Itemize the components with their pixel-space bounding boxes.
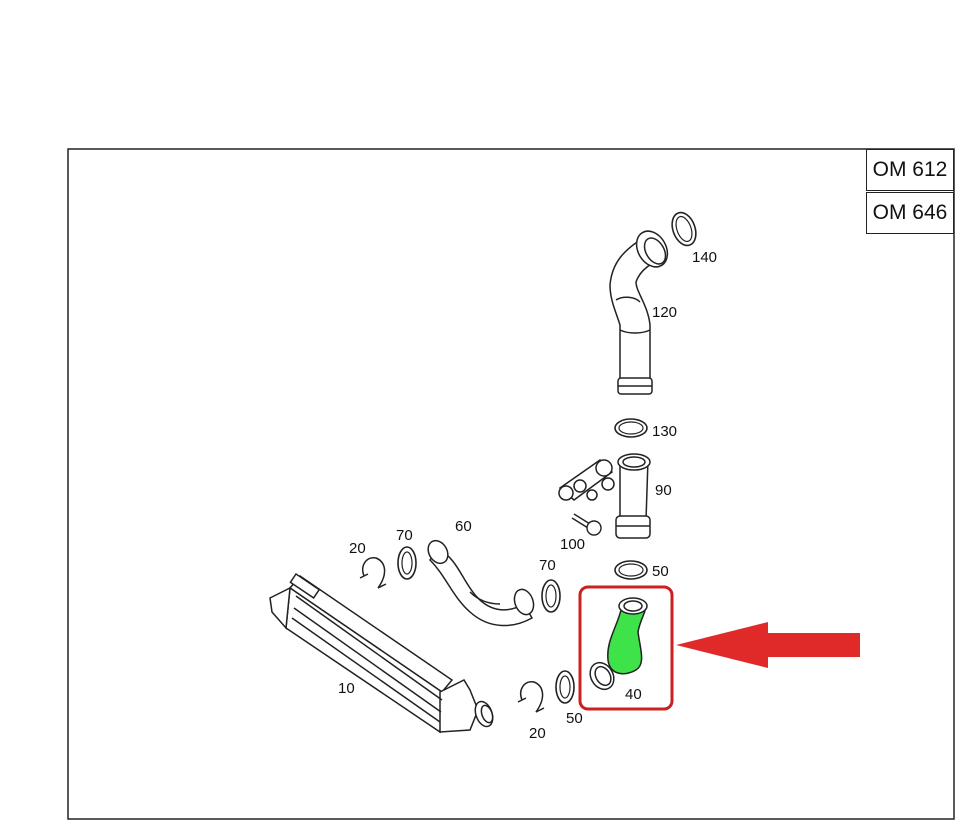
label-140: 140 [692, 249, 717, 266]
label-120: 120 [652, 304, 677, 321]
part-40-charge-hose[interactable] [585, 597, 648, 694]
label-40: 40 [625, 686, 642, 703]
label-50-lower: 50 [566, 710, 583, 727]
label-50-upper: 50 [652, 563, 669, 580]
pointer-arrow [676, 622, 860, 668]
part-20-clamp-left[interactable] [359, 557, 387, 589]
part-50-o-ring-lower[interactable] [555, 670, 575, 704]
label-90: 90 [655, 482, 672, 499]
label-20-right: 20 [529, 725, 546, 742]
label-130: 130 [652, 423, 677, 440]
label-70-left: 70 [396, 527, 413, 544]
part-60-charge-hose[interactable] [424, 537, 537, 627]
part-70-o-ring-left[interactable] [397, 546, 417, 580]
part-130-o-ring[interactable] [614, 418, 648, 438]
label-60: 60 [455, 518, 472, 535]
part-140-o-ring[interactable] [668, 209, 700, 248]
part-10-intercooler[interactable] [269, 572, 496, 734]
part-50-o-ring-upper[interactable] [614, 560, 648, 580]
engine-code-om612: OM 612 [866, 149, 954, 191]
label-70-right: 70 [539, 557, 556, 574]
diagram-frame [67, 148, 955, 820]
part-120-charge-pipe[interactable] [609, 226, 674, 395]
highlight-box [578, 585, 674, 711]
label-10: 10 [338, 680, 355, 697]
engine-code-om646: OM 646 [866, 192, 954, 234]
part-70-o-ring-right[interactable] [541, 579, 561, 613]
label-100: 100 [560, 536, 585, 553]
part-20-clamp-right[interactable] [517, 681, 545, 713]
part-100-bolt[interactable] [571, 513, 602, 536]
part-90-pipe-housing[interactable] [558, 453, 651, 539]
label-20-left: 20 [349, 540, 366, 557]
